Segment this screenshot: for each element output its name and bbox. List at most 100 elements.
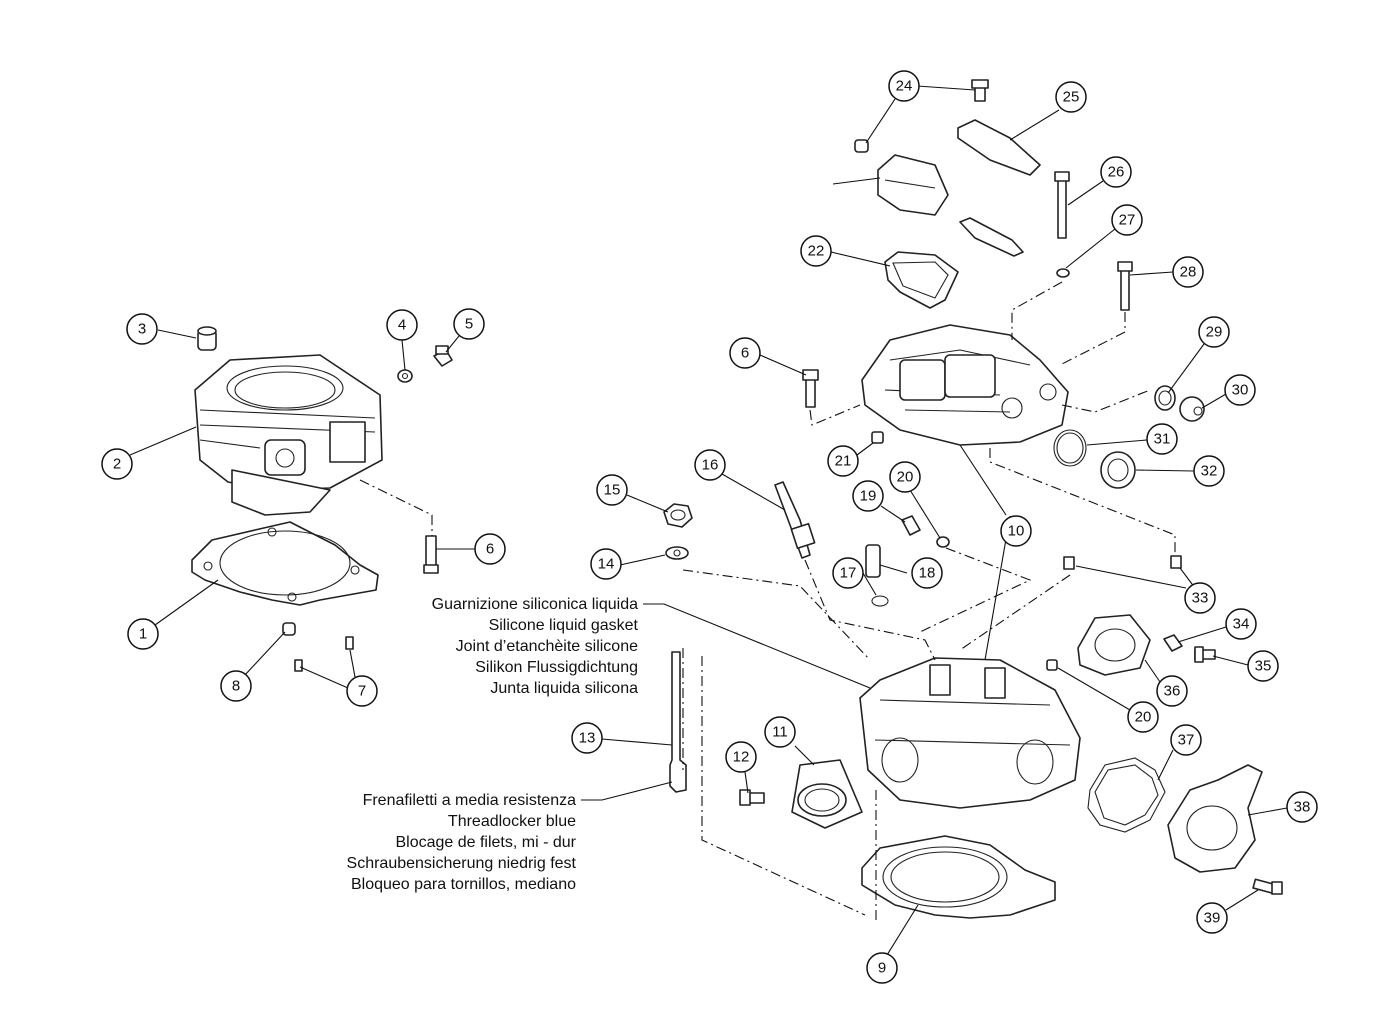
part-seal-29 <box>1154 385 1176 411</box>
callout-31: 31 <box>1146 423 1178 455</box>
part-spark-plug-16 <box>774 481 816 559</box>
svg-text:32: 32 <box>1201 463 1218 480</box>
part-guide-18 <box>865 544 881 578</box>
part-gasket-23b <box>959 217 1024 257</box>
note-line-fr: Blocage de filets, mi - dur <box>395 834 576 851</box>
svg-text:31: 31 <box>1154 431 1171 448</box>
callout-39: 39 <box>1196 902 1228 934</box>
part-nut-15 <box>663 503 693 528</box>
svg-text:2: 2 <box>113 456 121 473</box>
part-pin-7 <box>294 636 354 672</box>
part-plug-5 <box>433 345 453 367</box>
callout-3: 3 <box>126 313 158 345</box>
callout-10: 10 <box>1000 515 1032 547</box>
callout-34: 34 <box>1225 608 1257 640</box>
part-screw-6a <box>423 535 439 574</box>
svg-text:15: 15 <box>604 482 621 499</box>
part-plate-25 <box>957 119 1041 176</box>
note-line-it: Frenafiletti a media resistenza <box>362 792 576 809</box>
callout-24: 24 <box>888 70 920 102</box>
note-line-en: Silicone liquid gasket <box>488 617 638 634</box>
part-oring-31 <box>1053 429 1087 467</box>
callout-12: 12 <box>725 741 757 773</box>
callout-35: 35 <box>1247 650 1279 682</box>
note-line-en: Threadlocker blue <box>447 813 576 830</box>
callout-13: 13 <box>571 722 603 754</box>
part-oring-17 <box>871 595 889 607</box>
part-bolt-39 <box>1252 878 1283 895</box>
assembly-lines <box>359 281 1176 920</box>
svg-text:27: 27 <box>1119 212 1136 229</box>
part-plug-19 <box>901 515 921 536</box>
part-bolt-35 <box>1194 646 1216 663</box>
svg-text:13: 13 <box>579 730 596 747</box>
part-cover-gasket-22 <box>884 251 959 309</box>
callout-16: 16 <box>694 449 726 481</box>
callout-20-lower: 20 <box>1127 701 1159 733</box>
callout-9: 9 <box>866 952 898 984</box>
svg-text:11: 11 <box>772 724 788 741</box>
part-bolt-24a <box>971 79 989 102</box>
part-washer-4 <box>397 369 413 383</box>
svg-text:7: 7 <box>358 683 366 700</box>
part-screw-6b <box>802 369 819 408</box>
silicone-gasket-note: Guarnizione siliconica liquida Silicone … <box>432 594 638 699</box>
note-line-es: Junta liquida silicona <box>490 680 638 697</box>
part-bolt-28 <box>1117 261 1133 311</box>
svg-text:12: 12 <box>733 749 750 766</box>
svg-text:18: 18 <box>919 565 936 582</box>
callout-26: 26 <box>1100 156 1132 188</box>
part-cap-30 <box>1179 396 1205 422</box>
svg-text:14: 14 <box>598 556 615 573</box>
part-bolt-26 <box>1054 171 1070 239</box>
svg-text:33: 33 <box>1192 590 1209 607</box>
svg-text:35: 35 <box>1255 658 1272 675</box>
svg-text:8: 8 <box>232 678 240 695</box>
part-dowel <box>197 326 217 351</box>
callout-33: 33 <box>1184 582 1216 614</box>
part-dowel-33 <box>1063 555 1182 570</box>
part-cylinder-head <box>859 657 1081 809</box>
svg-text:39: 39 <box>1204 910 1221 927</box>
callout-14: 14 <box>590 548 622 580</box>
part-nut-21 <box>871 431 884 444</box>
callout-7: 7 <box>346 675 378 707</box>
part-seal-32 <box>1100 451 1136 489</box>
svg-text:30: 30 <box>1232 382 1249 399</box>
svg-text:22: 22 <box>808 243 825 260</box>
callout-11: 11 <box>764 716 796 748</box>
svg-text:3: 3 <box>138 321 146 338</box>
note-line-es: Bloqueo para tornillos, mediano <box>350 876 576 893</box>
svg-text:25: 25 <box>1063 89 1080 106</box>
svg-text:20: 20 <box>897 469 914 486</box>
callout-2: 2 <box>101 448 133 480</box>
part-washer-27 <box>1056 268 1070 278</box>
part-cylinder <box>194 354 383 516</box>
callout-21: 21 <box>827 445 859 477</box>
part-nut-34 <box>1163 634 1183 652</box>
part-intake-flange-11 <box>791 759 863 829</box>
callout-20-upper: 20 <box>889 461 921 493</box>
part-bolt-24b <box>854 139 869 153</box>
svg-text:6: 6 <box>741 345 749 362</box>
part-washer-14 <box>665 546 689 560</box>
svg-text:37: 37 <box>1178 732 1195 749</box>
svg-text:34: 34 <box>1233 616 1250 633</box>
callout-6-upper: 6 <box>729 337 761 369</box>
callout-5: 5 <box>453 308 485 340</box>
callout-6-lower: 6 <box>474 533 506 565</box>
svg-text:16: 16 <box>702 457 719 474</box>
svg-text:5: 5 <box>465 316 473 333</box>
svg-text:29: 29 <box>1206 324 1223 341</box>
part-pump-cover-38 <box>1167 764 1263 873</box>
note-line-de: Schraubensicherung niedrig fest <box>346 855 576 872</box>
callout-38: 38 <box>1286 791 1318 823</box>
svg-text:28: 28 <box>1180 264 1197 281</box>
callout-30: 30 <box>1224 374 1256 406</box>
svg-text:1: 1 <box>139 626 147 643</box>
callout-29: 29 <box>1198 316 1230 348</box>
callout-1: 1 <box>127 618 159 650</box>
callout-15: 15 <box>596 474 628 506</box>
